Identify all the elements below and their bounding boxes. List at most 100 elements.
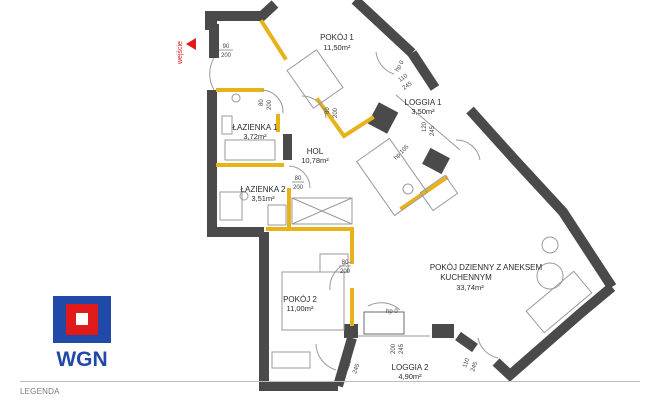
door-pokoj2-w: 80: [342, 260, 349, 266]
sofa: [525, 270, 593, 334]
pier-loggia1-b: [422, 147, 450, 175]
sink: [402, 183, 414, 195]
door-loggia2-right-swing: [477, 337, 499, 359]
door-swings: [209, 51, 499, 371]
door-loggia1-b-h: 245: [430, 125, 436, 136]
exterior-walls: [205, 0, 617, 391]
plant: [541, 236, 559, 254]
wgn-logo: WGN: [53, 296, 111, 376]
room-dzienny-name-1: POKÓJ DZIENNY Z ANEKSEM: [430, 263, 543, 272]
wall-north-pokoj1: [351, 0, 416, 57]
logo-text: WGN: [56, 348, 108, 371]
door-loggia2-mid-h: 245: [399, 343, 405, 354]
room-loggia2-name: LOGGIA 2: [392, 363, 429, 372]
door-hp-2: hp 105: [393, 144, 411, 162]
pier-loggia1: [367, 102, 399, 134]
hall-wardrobe-x: [291, 197, 353, 225]
door-lazienka1-swing: [261, 89, 284, 114]
wall-pokoj2-west: [259, 232, 338, 391]
room-pokoj1-area: 11,50m²: [324, 43, 351, 52]
door-loggia2-left-swing: [315, 343, 337, 371]
door-loggia2-right-h: 245: [470, 361, 479, 373]
door-lazienka1-h: 200: [267, 99, 273, 110]
partitions: [216, 19, 449, 326]
room-pokoj1-name: POKÓJ 1: [320, 33, 354, 42]
wall-north-top: [205, 0, 279, 21]
door-loggia2-right-w: 110: [462, 357, 471, 369]
bathtub: [224, 139, 276, 161]
wall-loggia1-top: [407, 50, 440, 91]
wall-loggia2-bottom: [455, 331, 478, 353]
partition-kitchen: [399, 175, 449, 211]
hall-wardrobe: [291, 197, 353, 225]
toilet-2: [239, 191, 249, 201]
door-loggia1-b-swing: [455, 139, 481, 161]
door-lazienka2-swing: [288, 165, 311, 189]
door-entry-h: 200: [221, 53, 232, 59]
room-loggia2-area: 4,90m²: [398, 372, 422, 381]
wall-west: [207, 90, 264, 237]
door-loggia2-mid-swing: [367, 302, 401, 311]
kitchen-counter: [355, 137, 429, 217]
door-loggia1-b-w: 120: [422, 121, 428, 132]
door-pokoj1-swing: [301, 95, 327, 119]
room-dzienny-area: 33,74m²: [456, 283, 484, 292]
door-lazienka1-w: 80: [259, 99, 265, 106]
pier-hol: [283, 134, 292, 160]
wall-east-long: [466, 106, 617, 290]
door-pokoj1-w: 80: [325, 107, 331, 114]
door-loggia2-left-w: 110: [344, 359, 353, 371]
wall-pokoj2-south: [333, 336, 357, 388]
washbasin-2: [267, 204, 287, 226]
door-pokoj2-swing: [329, 261, 353, 291]
room-hol-name: HOL: [307, 147, 324, 156]
door-pokoj1-h: 200: [333, 107, 339, 118]
door-hp-3: hp 0: [386, 309, 398, 315]
logo-mark-red: [66, 304, 98, 335]
legend-divider: [20, 381, 640, 382]
door-loggia1-a-w: 110: [398, 73, 410, 84]
dining-table: [419, 174, 459, 212]
door-loggia1-a-h: 245: [402, 81, 414, 92]
logo-mark: [53, 296, 111, 343]
pier-entry: [205, 14, 217, 30]
door-pokoj2-h: 200: [340, 269, 351, 275]
room-loggia1-name: LOGGIA 1: [405, 98, 442, 107]
door-loggia2-mid-w: 200: [391, 343, 397, 354]
legend-label: LEGENDA: [20, 387, 60, 396]
furniture: [219, 49, 593, 369]
door-entry-swing: [209, 57, 215, 91]
room-labels: POKÓJ 1 11,50m² LOGGIA 1 3,50m² ŁAZIENKA…: [233, 33, 543, 381]
door-lazienka2-w: 80: [295, 176, 302, 182]
partition-pokoj1-a: [259, 19, 288, 61]
room-dzienny-name-2: KUCHENNYM: [440, 273, 492, 282]
room-lazienka1-name: ŁAZIENKA 1: [233, 123, 278, 132]
shower: [219, 191, 243, 221]
room-lazienka1-area: 3,72m²: [243, 132, 267, 141]
pier-loggia2: [344, 324, 358, 338]
room-loggia1-area: 3,50m²: [411, 107, 435, 116]
room-pokoj2-area: 11,00m²: [287, 304, 314, 313]
desk-pokoj2: [271, 351, 311, 369]
partition-pokoj1-b: [315, 97, 375, 139]
door-loggia1-a-swing: [375, 51, 395, 75]
armchair: [536, 262, 564, 290]
room-lazienka2-area: 3,51m²: [251, 194, 275, 203]
wardrobe-pokoj1: [286, 49, 344, 109]
room-lazienka2-name: ŁAZIENKA 2: [241, 185, 286, 194]
washbasin-1: [221, 115, 233, 135]
pier-loggia2-b: [432, 324, 454, 338]
door-loggia2-left-h: 245: [352, 363, 361, 375]
door-lazienka2-h: 200: [293, 185, 304, 191]
entrance-label: wejście: [177, 41, 184, 65]
entrance-arrow: [186, 38, 196, 50]
loggia1-railing: [395, 94, 461, 151]
door-hp-1: hp 0: [395, 59, 406, 73]
bed-pokoj2: [281, 271, 345, 331]
door-entry-w: 90: [223, 44, 230, 50]
toilet-1: [231, 93, 241, 103]
logo-mark-white: [76, 313, 88, 325]
room-pokoj2-name: POKÓJ 2: [283, 295, 317, 304]
loggia2-window: [363, 311, 405, 335]
